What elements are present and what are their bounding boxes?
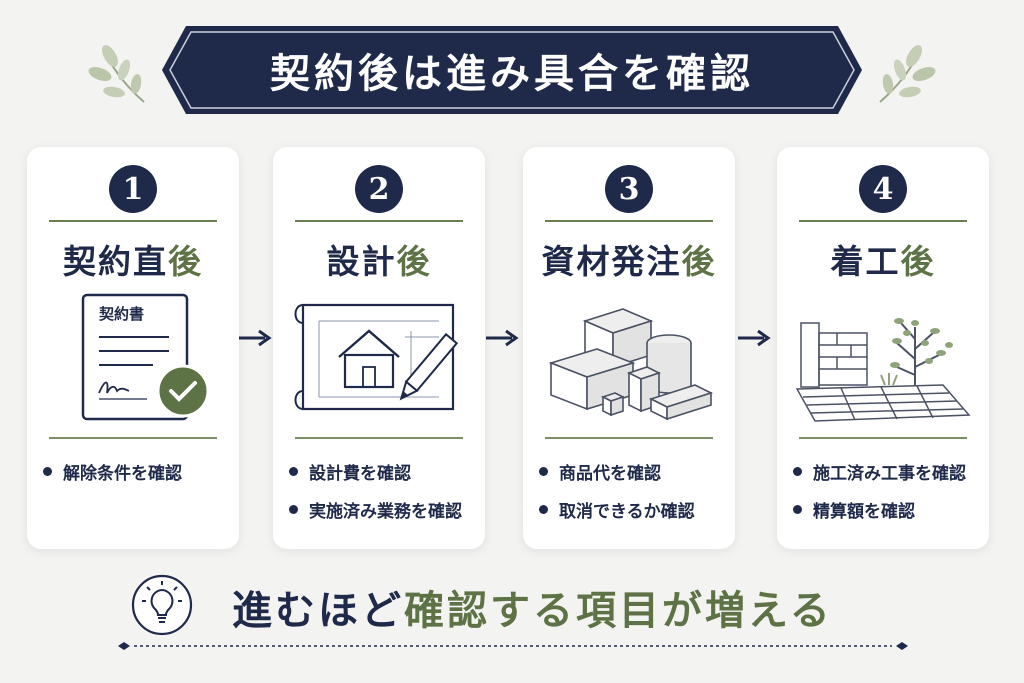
material-boxes-icon bbox=[548, 308, 714, 421]
dotted-divider bbox=[118, 642, 908, 650]
divider bbox=[545, 220, 713, 222]
arrow-right-icon bbox=[738, 329, 771, 347]
bullet bbox=[289, 466, 298, 476]
step-title: 資材発注後 bbox=[541, 242, 717, 281]
doc-label: 契約書 bbox=[98, 305, 144, 323]
construction-wall-tree-icon bbox=[795, 318, 971, 422]
step-card-1: 1 契約直後 契約書 解除条件を確認 bbox=[27, 147, 239, 549]
list-item: 設計費を確認 bbox=[289, 452, 477, 490]
item-list: 商品代を確認 取消できるか確認 bbox=[539, 452, 727, 528]
divider bbox=[295, 220, 463, 222]
divider bbox=[545, 437, 713, 439]
bullet bbox=[539, 504, 548, 514]
divider bbox=[799, 437, 967, 439]
summary-message: 進むほど確認する項目が増える bbox=[232, 587, 833, 634]
step-title: 設計後 bbox=[326, 242, 432, 281]
bullet bbox=[539, 466, 548, 476]
list-item: 実施済み業務を確認 bbox=[289, 490, 477, 528]
divider bbox=[49, 220, 217, 222]
divider bbox=[49, 437, 217, 439]
bullet bbox=[793, 466, 802, 476]
list-item: 解除条件を確認 bbox=[43, 452, 231, 490]
step-number: 3 bbox=[605, 165, 653, 213]
contract-document-checkmark-icon: 契約書 bbox=[81, 293, 210, 421]
list-item: 商品代を確認 bbox=[539, 452, 727, 490]
step-number: 2 bbox=[355, 165, 403, 213]
step-card-2: 2 設計後 設計費を確認 実施済み業務を確認 bbox=[273, 147, 485, 549]
step-number: 4 bbox=[859, 165, 907, 213]
leaf-ornament-right-icon bbox=[879, 45, 936, 103]
step-title: 着工後 bbox=[830, 242, 936, 281]
lightbulb-icon bbox=[131, 574, 193, 636]
bullet bbox=[43, 466, 52, 476]
item-list: 施工済み工事を確認 精算額を確認 bbox=[793, 452, 981, 528]
bullet bbox=[793, 504, 802, 514]
item-list: 設計費を確認 実施済み業務を確認 bbox=[289, 452, 477, 528]
title-banner: 契約後は進み具合を確認 bbox=[158, 22, 866, 118]
page-title: 契約後は進み具合を確認 bbox=[270, 50, 754, 97]
arrow-right-icon bbox=[486, 329, 519, 347]
leaf-ornament-left-icon bbox=[88, 45, 145, 103]
arrow-right-icon bbox=[239, 329, 272, 347]
step-card-3: 3 資材発注後 商品代を確認 取消できるか確認 bbox=[523, 147, 735, 549]
blueprint-house-pencil-icon bbox=[294, 303, 459, 411]
list-item: 精算額を確認 bbox=[793, 490, 981, 528]
step-title: 契約直後 bbox=[63, 242, 203, 281]
bullet bbox=[289, 504, 298, 514]
step-card-4: 4 着工後 施工済 bbox=[777, 147, 989, 549]
step-number: 1 bbox=[109, 165, 157, 213]
divider bbox=[295, 437, 463, 439]
divider bbox=[799, 220, 967, 222]
list-item: 施工済み工事を確認 bbox=[793, 452, 981, 490]
item-list: 解除条件を確認 bbox=[43, 452, 231, 490]
list-item: 取消できるか確認 bbox=[539, 490, 727, 528]
